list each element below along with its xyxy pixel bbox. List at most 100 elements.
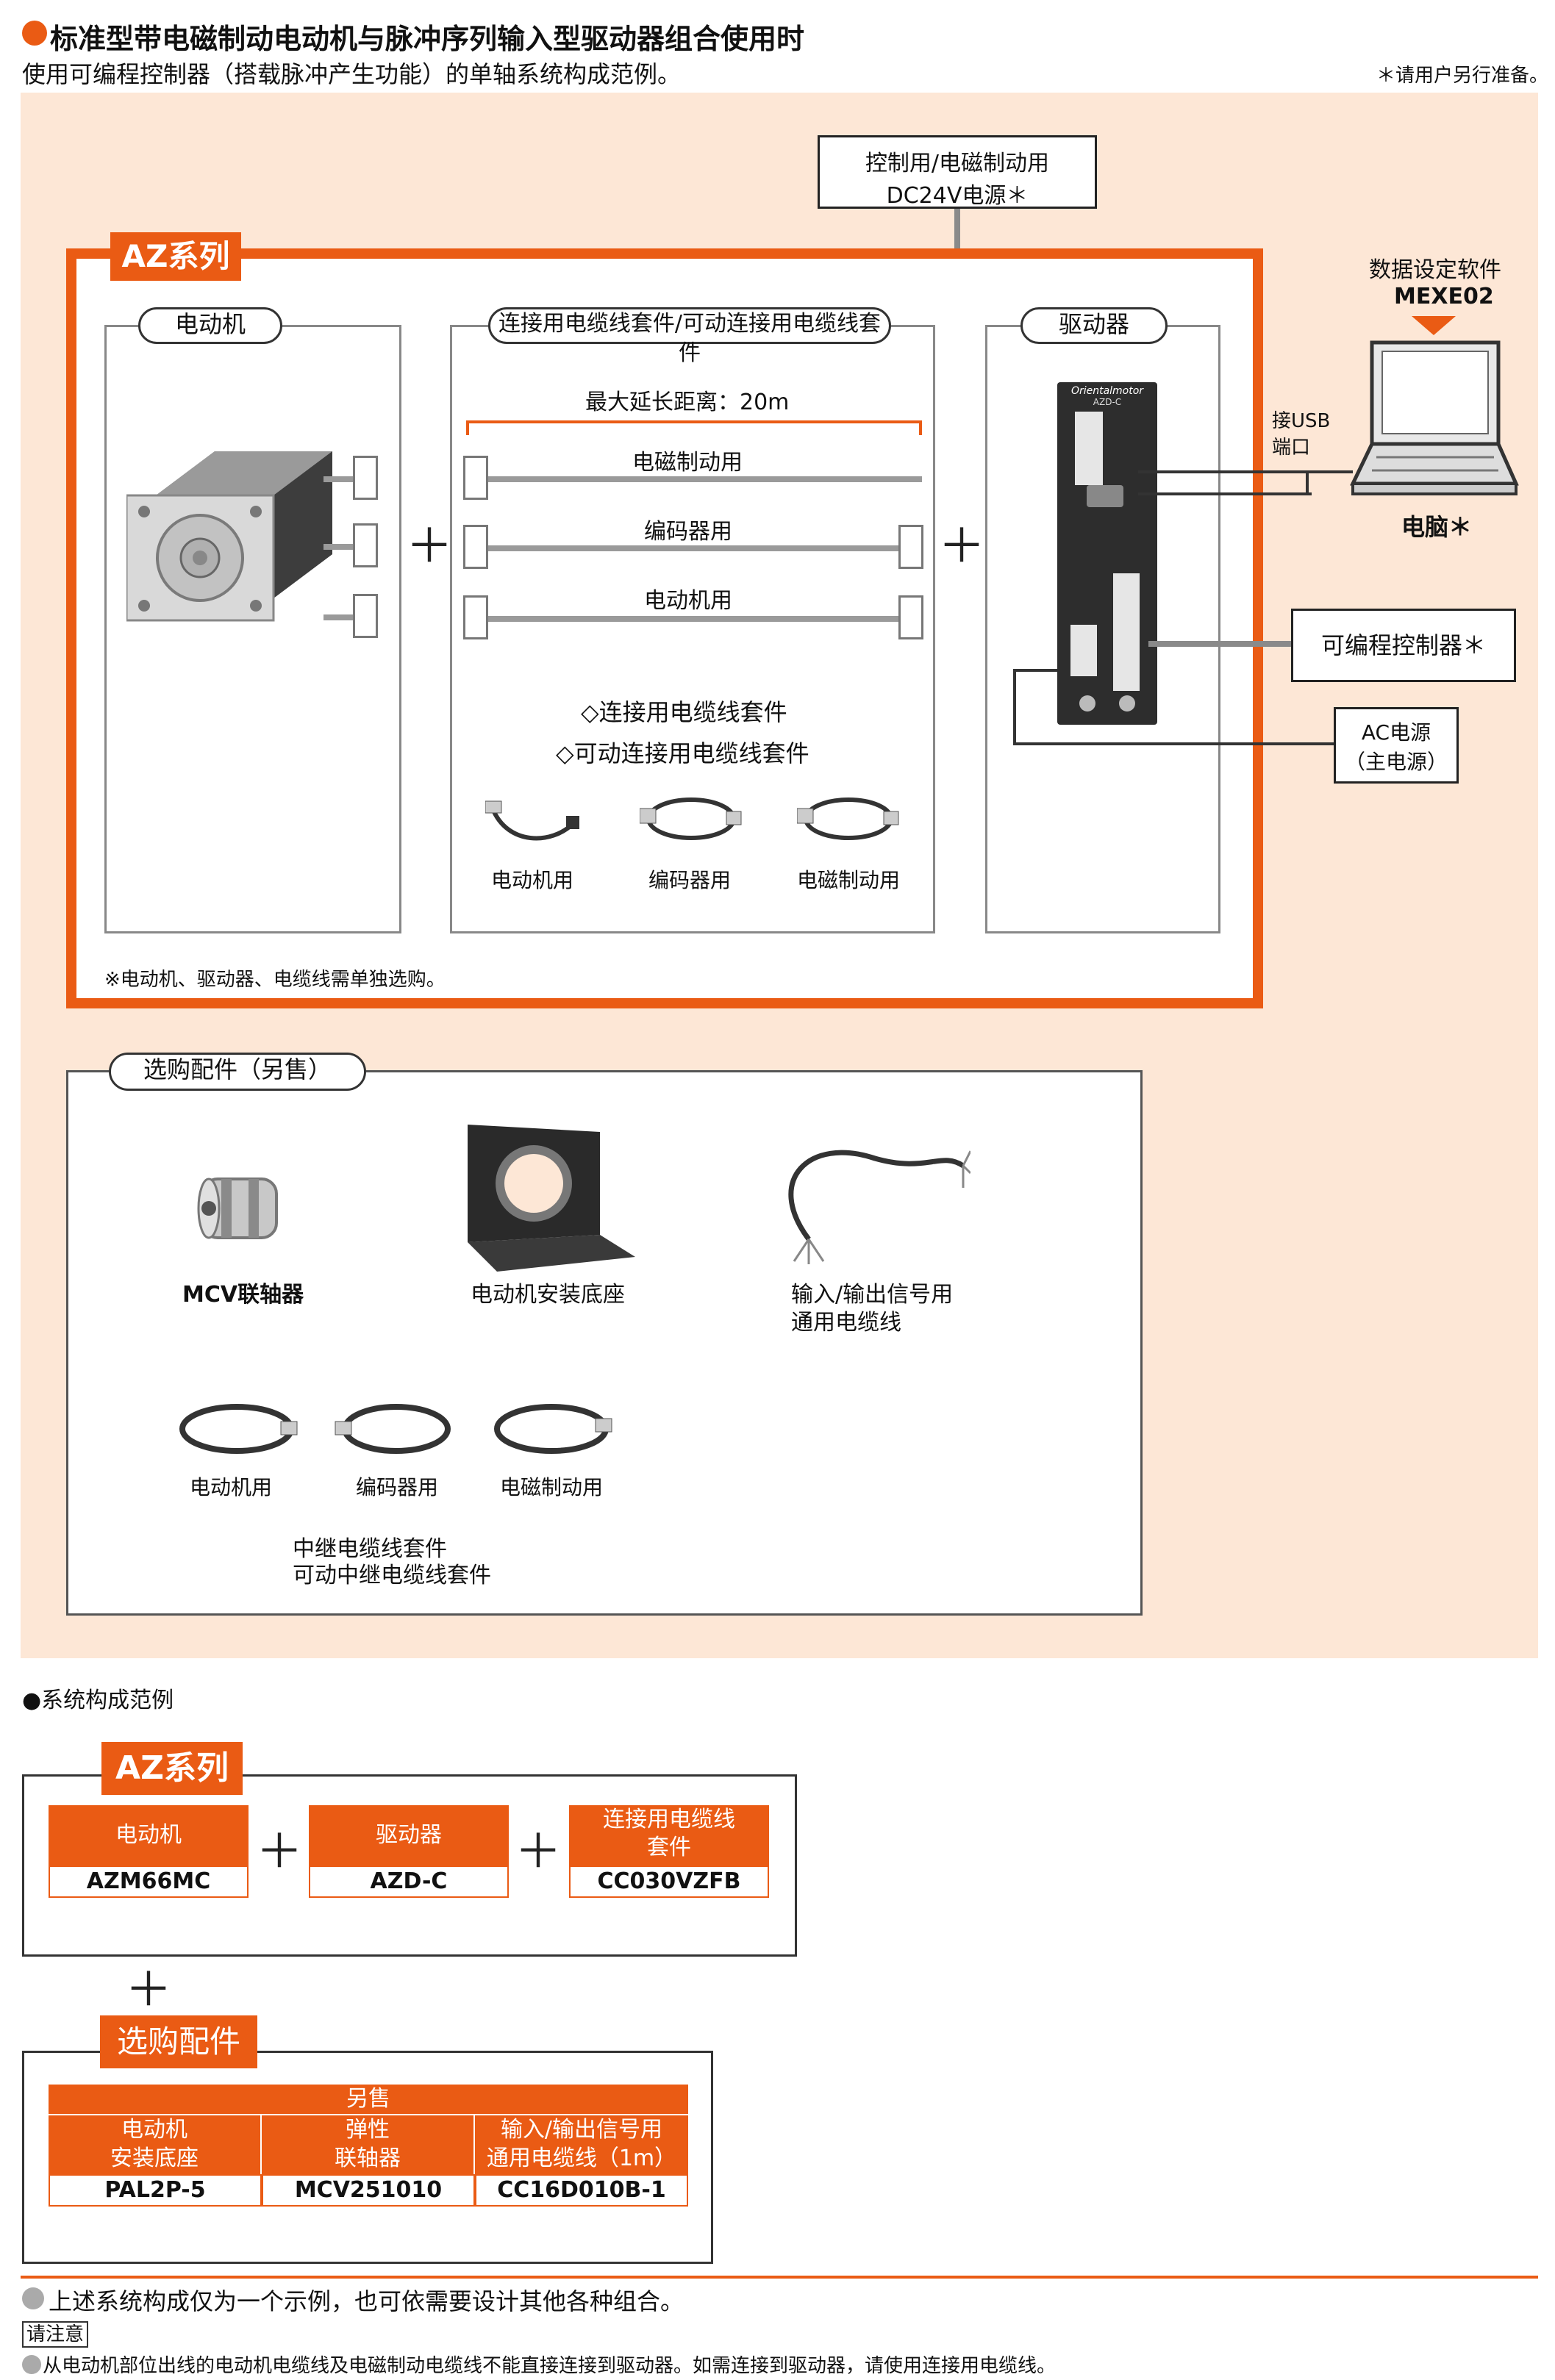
motor-power-cable [488, 616, 900, 622]
ac-wire-h [1013, 742, 1334, 745]
cable-label: 连接用电缆线套件/可动连接用电缆线套件 [488, 307, 891, 366]
max-length-label: 最大延长距离：20m [585, 390, 790, 415]
opt2-model: MCV251010 [262, 2174, 475, 2207]
notes-bullet-icon [22, 2287, 44, 2309]
software-name: MEXE02 [1394, 284, 1494, 309]
opt1-head: 电动机 安装底座 [49, 2115, 260, 2174]
usb-wire-bottom [1138, 492, 1312, 495]
example-cable-head-line2: 套件 [647, 1835, 691, 1860]
plc-wire [1148, 641, 1291, 647]
opt2-head-line2: 联轴器 [335, 2146, 401, 2171]
plus-icon: ＋ [938, 520, 985, 574]
motor-connector-3 [353, 594, 378, 638]
example-motor-head: 电动机 [49, 1805, 249, 1865]
brake-cable-label: 电磁制动用 [632, 450, 743, 476]
driver-image: Orientalmotor AZD-C [1057, 382, 1157, 725]
io-cable-label-1: 输入/输出信号用 [791, 1282, 954, 1308]
cable-thumb-motor [485, 794, 581, 853]
ext-label-encoder: 编码器用 [356, 1475, 439, 1499]
ext-cable-motor-image [171, 1392, 303, 1466]
opt1-head-line2: 安装底座 [110, 2146, 199, 2171]
bracket-label: 电动机安装底座 [471, 1282, 625, 1308]
notes-separator [21, 2276, 1538, 2279]
plus-icon: ＋ [256, 1825, 303, 1879]
software-arrow-icon [1412, 316, 1456, 335]
cable-thumb-brake [796, 789, 900, 848]
brake-cable-connector-left [463, 456, 488, 500]
plus-icon: ＋ [406, 520, 453, 574]
opt3-model: CC16D010B-1 [475, 2174, 688, 2207]
usb-label-2: 端口 [1272, 437, 1311, 459]
example-az-tag: AZ系列 [101, 1742, 243, 1795]
notes-line2: 从电动机部位出线的电动机电缆线及电磁制动电缆线不能直接连接到驱动器。如需连接到驱… [43, 2355, 1057, 2377]
example-cable-head-line1: 连接用电缆线 [603, 1807, 735, 1832]
motor-image [125, 444, 340, 628]
example-cable-model: CC030VZFB [569, 1865, 769, 1898]
footnote: ※电动机、驱动器、电缆线需单独选购。 [104, 969, 446, 991]
usb-wire [1138, 470, 1309, 495]
thumb-label-motor: 电动机用 [491, 868, 574, 892]
caution-tag: 请注意 [22, 2321, 89, 2348]
motor-cable-label: 电动机用 [644, 588, 732, 614]
thumb-label-brake: 电磁制动用 [797, 868, 901, 892]
example-driver-head: 驱动器 [309, 1805, 509, 1865]
bracket-image [453, 1117, 637, 1275]
io-cable-image [765, 1122, 972, 1269]
usb-wire-top [1309, 470, 1353, 473]
az-series-tag: AZ系列 [110, 232, 241, 281]
ac-power-box: AC电源 （主电源） [1334, 707, 1459, 784]
example-heading: ●系统构成范例 [22, 1688, 174, 1713]
opt3-head: 输入/输出信号用 通用电缆线（1m） [475, 2115, 688, 2174]
max-length-bracket [466, 420, 922, 435]
sold-separately-head: 另售 [49, 2085, 688, 2114]
motor-cable-1 [323, 476, 356, 482]
ext-label-brake: 电磁制动用 [500, 1475, 604, 1499]
plc-label: 可编程控制器＊ [1320, 631, 1486, 659]
page-subtitle: 使用可编程控制器（搭载脉冲产生功能）的单轴系统构成范例。 [22, 60, 682, 88]
power-supply-box: 控制用/电磁制动用 DC24V电源＊ [818, 135, 1097, 209]
example-motor-model: AZM66MC [49, 1865, 249, 1898]
plc-box: 可编程控制器＊ [1291, 609, 1516, 682]
opt3-head-line2: 通用电缆线（1m） [486, 2146, 677, 2171]
note-right: ＊请用户另行准备。 [1376, 65, 1549, 87]
encoder-cable [488, 545, 900, 551]
coupling-image [188, 1164, 291, 1252]
opt3-head-line1: 输入/输出信号用 [500, 2117, 663, 2143]
motor-connector-2 [353, 523, 378, 567]
ac-line2: （主电源） [1344, 750, 1448, 774]
usb-label-1: 接USB [1272, 410, 1331, 432]
opt2-head-line1: 弹性 [346, 2117, 390, 2143]
ext-kit-label-1: 中继电缆线套件 [293, 1536, 447, 1562]
plus-icon: ＋ [515, 1825, 562, 1879]
motor-cable-3 [323, 614, 356, 620]
kit-label-1: ◇连接用电缆线套件 [581, 698, 787, 726]
kit-label-2: ◇可动连接用电缆线套件 [556, 739, 809, 767]
accessories-box [66, 1070, 1143, 1616]
opt2-head: 弹性 联轴器 [262, 2115, 473, 2174]
ac-wire [1013, 669, 1057, 672]
notes-bullet-icon-2 [22, 2355, 41, 2374]
coupling-label: MCV联轴器 [182, 1282, 304, 1308]
ac-line1: AC电源 [1361, 720, 1431, 745]
ext-kit-label-2: 可动中继电缆线套件 [293, 1563, 491, 1588]
cable-column [450, 325, 935, 933]
ext-cable-encoder-image [334, 1392, 459, 1466]
power-supply-line2: DC24V电源＊ [886, 183, 1029, 209]
ext-cable-brake-image [485, 1392, 618, 1466]
motor-cable-2 [323, 544, 356, 550]
thumb-label-encoder: 编码器用 [648, 868, 732, 892]
motor-connector-1 [353, 456, 378, 500]
cable-thumb-encoder [639, 789, 743, 848]
example-cable-head: 连接用电缆线 套件 [569, 1805, 769, 1865]
ac-wire-v [1013, 669, 1016, 744]
ext-label-motor: 电动机用 [190, 1475, 273, 1499]
encoder-cable-label: 编码器用 [644, 519, 732, 545]
motor-cable-connector-left [463, 595, 488, 639]
laptop-icon [1350, 340, 1519, 506]
pc-label: 电脑＊ [1401, 513, 1473, 541]
accessories-label: 选购配件（另售） [109, 1053, 366, 1091]
motor-column [104, 325, 401, 933]
driver-model-text: AZD-C [1093, 397, 1122, 407]
motor-label: 电动机 [138, 307, 282, 344]
encoder-cable-connector-left [463, 525, 488, 569]
